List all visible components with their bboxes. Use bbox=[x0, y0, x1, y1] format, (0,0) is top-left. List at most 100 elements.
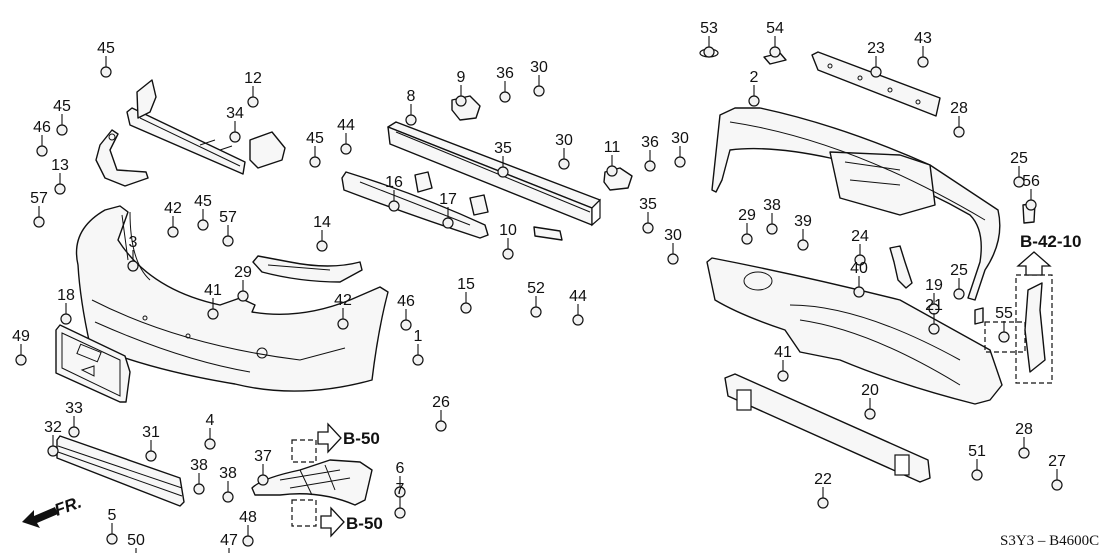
callout-10[interactable]: 10 bbox=[499, 222, 517, 239]
callout-4[interactable]: 4 bbox=[206, 412, 215, 429]
callout-41[interactable]: 41 bbox=[204, 282, 222, 299]
callout-54[interactable]: 54 bbox=[766, 20, 784, 37]
fastener-icon bbox=[167, 226, 179, 238]
callout-46[interactable]: 46 bbox=[33, 119, 51, 136]
callout-36[interactable]: 36 bbox=[496, 65, 514, 82]
callout-49[interactable]: 49 bbox=[12, 328, 30, 345]
callout-16[interactable]: 16 bbox=[385, 174, 403, 191]
callout-41[interactable]: 41 bbox=[774, 344, 792, 361]
callout-44[interactable]: 44 bbox=[569, 288, 587, 305]
callout-35[interactable]: 35 bbox=[494, 140, 512, 157]
callout-44[interactable]: 44 bbox=[337, 117, 355, 134]
callout-40[interactable]: 40 bbox=[850, 260, 868, 277]
callout-15[interactable]: 15 bbox=[457, 276, 475, 293]
callout-45[interactable]: 45 bbox=[306, 130, 324, 147]
callout-37[interactable]: 37 bbox=[254, 448, 272, 465]
fastener-icon bbox=[242, 535, 254, 547]
callout-55[interactable]: 55 bbox=[995, 305, 1013, 322]
callout-34[interactable]: 34 bbox=[226, 105, 244, 122]
callout-9[interactable]: 9 bbox=[457, 69, 466, 86]
callout-31[interactable]: 31 bbox=[142, 424, 160, 441]
fastener-icon bbox=[499, 91, 511, 103]
callout-19[interactable]: 19 bbox=[925, 277, 943, 294]
callout-36[interactable]: 36 bbox=[641, 134, 659, 151]
callout-45[interactable]: 45 bbox=[194, 193, 212, 210]
callout-38[interactable]: 38 bbox=[219, 465, 237, 482]
fastener-icon bbox=[870, 66, 882, 78]
reference-arrow-b50-lower[interactable]: B-50 bbox=[320, 506, 383, 538]
fastener-icon bbox=[56, 124, 68, 136]
callout-53[interactable]: 53 bbox=[700, 20, 718, 37]
callout-25[interactable]: 25 bbox=[950, 262, 968, 279]
callout-57[interactable]: 57 bbox=[219, 209, 237, 226]
callout-18[interactable]: 18 bbox=[57, 287, 75, 304]
callout-11[interactable]: 11 bbox=[604, 139, 621, 156]
callout-45[interactable]: 45 bbox=[97, 40, 115, 57]
callout-22[interactable]: 22 bbox=[814, 471, 832, 488]
callout-6[interactable]: 6 bbox=[396, 460, 405, 477]
callout-30[interactable]: 30 bbox=[664, 227, 682, 244]
callout-50[interactable]: 50 bbox=[127, 532, 145, 549]
callout-30[interactable]: 30 bbox=[555, 132, 573, 149]
callout-28[interactable]: 28 bbox=[1015, 421, 1033, 438]
front-bumper-reinforcement-8 bbox=[387, 121, 601, 227]
callout-26[interactable]: 26 bbox=[432, 394, 450, 411]
callout-21[interactable]: 21 bbox=[925, 297, 943, 314]
callout-39[interactable]: 39 bbox=[794, 213, 812, 230]
callout-7[interactable]: 7 bbox=[396, 481, 405, 498]
fastener-icon bbox=[644, 160, 656, 172]
license-plate-base-18 bbox=[55, 324, 131, 403]
callout-29[interactable]: 29 bbox=[738, 207, 756, 224]
fastener-icon bbox=[207, 308, 219, 320]
callout-27[interactable]: 27 bbox=[1048, 453, 1066, 470]
callout-13[interactable]: 13 bbox=[51, 157, 69, 174]
callout-43[interactable]: 43 bbox=[914, 30, 932, 47]
callout-2[interactable]: 2 bbox=[750, 69, 759, 86]
fastener-icon bbox=[229, 131, 241, 143]
callout-28[interactable]: 28 bbox=[950, 100, 968, 117]
callout-38[interactable]: 38 bbox=[190, 457, 208, 474]
reference-label-b4210[interactable]: B-42-10 bbox=[1020, 232, 1081, 251]
callout-42[interactable]: 42 bbox=[334, 292, 352, 309]
fastener-icon bbox=[497, 166, 509, 178]
diagram-code: S3Y3 – B4600C bbox=[1000, 533, 1099, 549]
fastener-icon bbox=[928, 323, 940, 335]
callout-56[interactable]: 56 bbox=[1022, 173, 1040, 190]
callout-8[interactable]: 8 bbox=[407, 88, 416, 105]
callout-14[interactable]: 14 bbox=[313, 214, 331, 231]
fastener-icon bbox=[667, 253, 679, 265]
callout-38[interactable]: 38 bbox=[763, 197, 781, 214]
callout-57[interactable]: 57 bbox=[30, 190, 48, 207]
callout-52[interactable]: 52 bbox=[527, 280, 545, 297]
reference-arrow-b50-upper[interactable]: B-50 bbox=[317, 422, 380, 454]
callout-33[interactable]: 33 bbox=[65, 400, 83, 417]
callout-1[interactable]: 1 bbox=[414, 328, 423, 345]
fastener-icon bbox=[47, 445, 59, 457]
callout-48[interactable]: 48 bbox=[239, 509, 257, 526]
callout-51[interactable]: 51 bbox=[968, 443, 986, 460]
fastener-icon bbox=[642, 222, 654, 234]
callout-46[interactable]: 46 bbox=[397, 293, 415, 310]
fastener-icon bbox=[405, 114, 417, 126]
reference-arrow-b4210[interactable]: B-42-10 bbox=[1016, 232, 1081, 276]
callout-35[interactable]: 35 bbox=[639, 196, 657, 213]
fastener-icon bbox=[257, 474, 269, 486]
callout-3[interactable]: 3 bbox=[129, 234, 138, 251]
callout-20[interactable]: 20 bbox=[861, 382, 879, 399]
callout-25[interactable]: 25 bbox=[1010, 150, 1028, 167]
reference-label-b50-lower[interactable]: B-50 bbox=[346, 514, 383, 533]
callout-30[interactable]: 30 bbox=[671, 130, 689, 147]
callout-5[interactable]: 5 bbox=[108, 507, 117, 524]
callout-29[interactable]: 29 bbox=[234, 264, 252, 281]
callout-47[interactable]: 47 bbox=[220, 532, 238, 549]
callout-32[interactable]: 32 bbox=[44, 419, 62, 436]
callout-12[interactable]: 12 bbox=[244, 70, 262, 87]
callout-42[interactable]: 42 bbox=[164, 200, 182, 217]
callout-45[interactable]: 45 bbox=[53, 98, 71, 115]
callout-24[interactable]: 24 bbox=[851, 228, 869, 245]
reference-label-b50-upper[interactable]: B-50 bbox=[343, 429, 380, 448]
callout-30[interactable]: 30 bbox=[530, 59, 548, 76]
callout-23[interactable]: 23 bbox=[867, 40, 885, 57]
fastener-icon bbox=[853, 286, 865, 298]
callout-17[interactable]: 17 bbox=[439, 191, 457, 208]
